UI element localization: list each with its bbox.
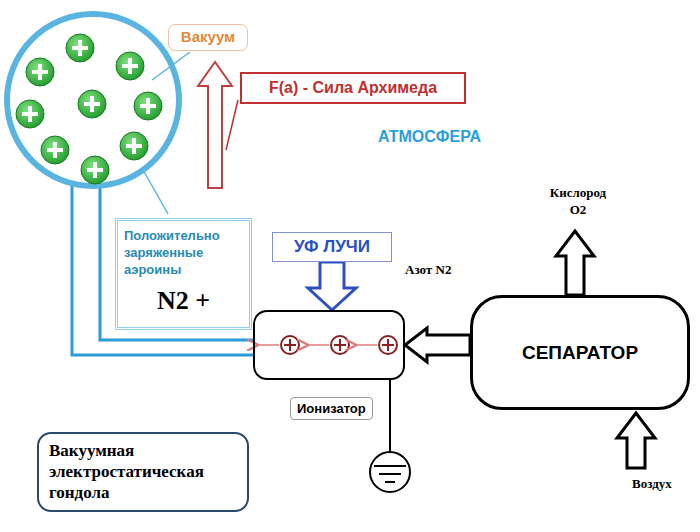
plus-sign — [47, 142, 63, 158]
plus-sign — [126, 138, 142, 154]
gas-label: Азот N2 — [405, 262, 451, 278]
force-box: F(a) - Сила Архимеда — [240, 72, 466, 104]
ground-symbol — [379, 473, 401, 475]
plus-sign — [84, 96, 100, 112]
pipe-line — [100, 186, 253, 340]
inlet-arrow — [617, 413, 655, 468]
outlet-arrow — [556, 231, 594, 295]
node-text: Вакуум — [175, 28, 241, 45]
gas-label: Кислород O2 — [540, 184, 616, 218]
flow-arrow — [405, 328, 470, 362]
vacuum-sphere — [7, 14, 179, 186]
callout-box: Вакуум — [168, 24, 248, 51]
ion-particle — [281, 336, 299, 354]
ion-ball — [120, 132, 148, 160]
node-text: Вакуумная электростатическая гондола — [49, 440, 237, 503]
leader-line — [142, 168, 168, 214]
force-arrow — [198, 62, 232, 188]
ground-symbol — [385, 481, 395, 483]
ion-ball — [41, 136, 69, 164]
plus-sign — [382, 339, 394, 351]
leader-line — [152, 52, 190, 80]
node-text: Ионизатор — [290, 397, 373, 420]
uv-box: УФ ЛУЧИ — [272, 232, 392, 262]
plus-sign — [32, 64, 48, 80]
ground-symbol — [370, 452, 410, 492]
leader-line — [226, 100, 238, 150]
motion-arrow — [257, 344, 279, 346]
ion-ball — [116, 52, 144, 80]
uv-arrow — [308, 262, 356, 310]
motion-arrow — [307, 344, 329, 346]
pipe-line — [72, 182, 253, 355]
region-label: АТМОСФЕРА — [378, 128, 481, 146]
ground-wire — [389, 380, 391, 452]
plus-sign — [22, 106, 38, 122]
plus-sign — [122, 58, 138, 74]
plus-sign — [284, 339, 296, 351]
ion-ball — [81, 156, 109, 184]
plus-sign — [140, 98, 156, 114]
ion-ball — [78, 90, 106, 118]
node-text: УФ ЛУЧИ — [279, 237, 385, 257]
node-text: Положительно заряженные аэроины — [124, 227, 243, 278]
node-text: СЕПАРАТОР — [522, 342, 638, 364]
ion-ball — [26, 58, 54, 86]
ion-particles — [257, 336, 397, 354]
plus-sign — [87, 162, 103, 178]
ion-particle — [379, 336, 397, 354]
ground-symbol — [374, 465, 406, 467]
ion-particle — [331, 336, 349, 354]
motion-arrow — [355, 344, 377, 346]
ion-ball — [16, 100, 44, 128]
ion-ball — [134, 92, 162, 120]
gondola-box: Вакуумная электростатическая гондола — [37, 432, 249, 512]
plus-sign — [72, 40, 88, 56]
separator-box: СЕПАРАТОР — [470, 295, 690, 410]
ion-balls — [16, 34, 162, 184]
gas-label: Воздух — [632, 476, 672, 492]
ion-ball — [66, 34, 94, 62]
plus-sign — [334, 339, 346, 351]
node-text: N2 + — [124, 286, 243, 316]
ion-box: Положительно заряженные аэроины N2 + — [115, 218, 252, 330]
node-text: F(a) - Сила Архимеда — [250, 79, 456, 97]
ionizer-chamber: Ионизатор — [253, 310, 405, 380]
